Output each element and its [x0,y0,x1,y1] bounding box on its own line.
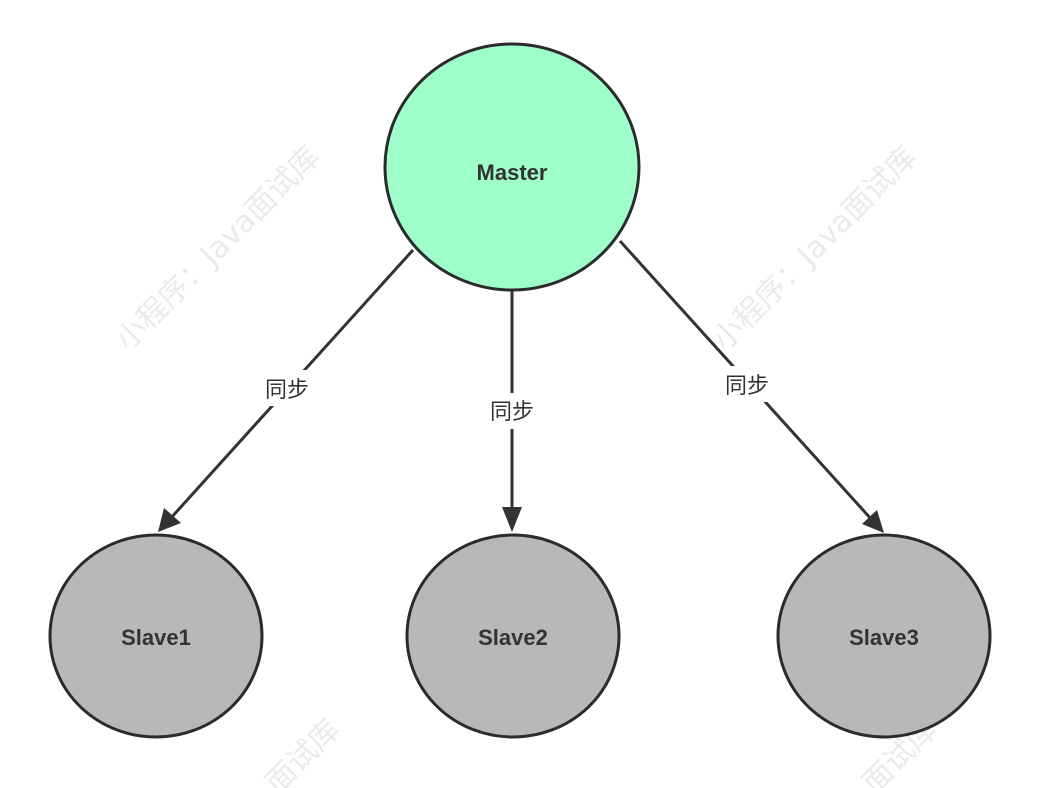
edge-label-slave1: 同步 [265,378,309,403]
watermark-text: 小程序：Java面试库 [109,140,327,358]
edge-label-bg [258,370,316,406]
arrow-head [158,508,181,532]
nodes-layer: Master Slave1 Slave2 Slave3 [48,42,992,739]
node-slave3-shape [776,533,992,739]
node-slave2-shape [405,533,621,739]
node-slave3-label: Slave3 [849,625,919,650]
arrow-head [502,507,522,532]
arrow-head [862,510,884,533]
edge-labels-layer: 同步 同步 同步 [258,366,776,429]
edge-label-slave3: 同步 [725,374,769,399]
node-slave3[interactable]: Slave3 [776,533,992,739]
edge-label-bg [718,366,776,402]
node-slave1[interactable]: Slave1 [48,533,264,739]
watermark-text: 小程序：Java面试库 [706,140,924,358]
edge-label-slave2: 同步 [490,400,534,425]
node-slave1-shape [48,533,264,739]
node-slave2[interactable]: Slave2 [405,533,621,739]
node-master-label: Master [477,160,548,185]
node-master-shape [383,42,641,292]
node-slave1-label: Slave1 [121,625,191,650]
node-master[interactable]: Master [383,42,641,292]
edge-label-bg [483,393,541,429]
watermark-text: 面试库 [259,712,347,788]
node-slave2-label: Slave2 [478,625,548,650]
